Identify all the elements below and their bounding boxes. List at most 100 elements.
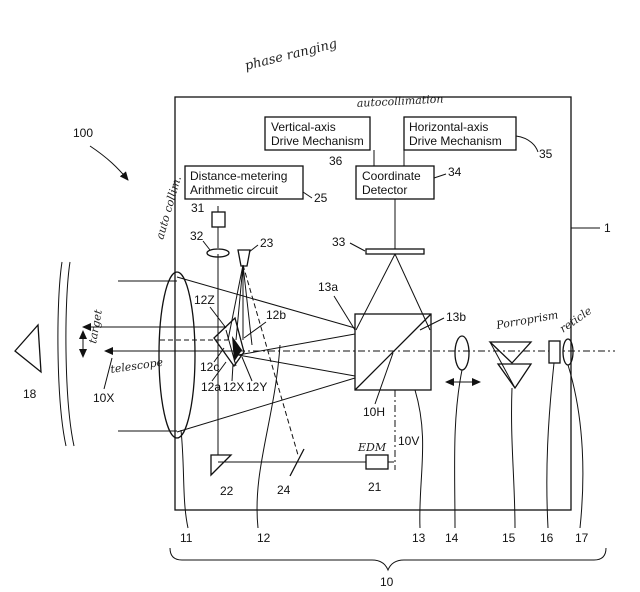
label-12Z: 12Z	[194, 293, 215, 307]
annotation-edm: EDM	[357, 441, 387, 454]
label-10V: 10V	[398, 434, 419, 448]
leader-10X	[103, 357, 113, 390]
beam-23-b	[235, 264, 244, 341]
porro-prism-15-lower	[496, 363, 533, 390]
horizontal-drive-line1: Horizontal-axis	[409, 120, 488, 134]
edm-unit-21	[365, 454, 389, 470]
reflector-22	[210, 454, 233, 477]
beam-23-c	[242, 264, 253, 346]
label-13: 13	[412, 531, 426, 545]
label-100: 100	[73, 126, 93, 140]
leader-17	[567, 364, 584, 529]
leader-35	[515, 135, 539, 153]
label-18: 18	[23, 387, 37, 401]
annotation-phase-ranging: phase ranging	[243, 36, 338, 73]
beam-33-right	[394, 253, 431, 331]
leader-12X	[231, 363, 234, 382]
beam-23-dashed	[242, 264, 299, 456]
detector-lens-23	[237, 249, 251, 267]
beam-33-left	[355, 253, 396, 331]
annotation-reticle: reticle	[557, 304, 594, 336]
vertical-axis-drive-box: Vertical-axis Drive Mechanism	[264, 116, 371, 151]
label-21: 21	[368, 480, 382, 494]
distance-metering-line1: Distance-metering	[190, 169, 287, 183]
label-33: 33	[332, 235, 346, 249]
sensor-plate-33	[365, 248, 425, 255]
label-14: 14	[445, 531, 459, 545]
leader-12Z	[209, 306, 227, 329]
label-31: 31	[191, 201, 205, 215]
label-12c: 12c	[200, 360, 219, 374]
label-24: 24	[277, 483, 291, 497]
condenser-lens-32	[206, 248, 230, 258]
horizontal-axis-drive-box: Horizontal-axis Drive Mechanism	[403, 116, 517, 151]
inner-ray-upper	[237, 333, 356, 356]
label-10X: 10X	[93, 391, 114, 405]
label-13a: 13a	[318, 280, 338, 294]
leader-25	[302, 191, 313, 199]
label-22: 22	[220, 484, 234, 498]
label-16: 16	[540, 531, 554, 545]
leader-33	[349, 242, 366, 252]
label-10H: 10H	[363, 405, 385, 419]
label-15: 15	[502, 531, 516, 545]
atmosphere-line-1	[57, 261, 67, 447]
vertical-drive-line1: Vertical-axis	[271, 120, 336, 134]
leader-12b	[243, 321, 267, 339]
label-12a: 12a	[201, 380, 221, 394]
leader-16	[546, 362, 555, 529]
leader-14	[454, 369, 463, 529]
label-25: 25	[314, 191, 328, 205]
annotation-target: target	[86, 308, 105, 345]
converging-ray-upper	[176, 276, 356, 329]
half-mirror-24	[289, 448, 305, 477]
distance-metering-box: Distance-metering Arithmetic circuit	[184, 165, 304, 200]
label-11: 11	[180, 531, 193, 545]
leader-10H	[374, 352, 394, 405]
atmosphere-line-2	[65, 261, 75, 447]
label-12: 12	[257, 531, 271, 545]
label-17: 17	[575, 531, 589, 545]
leader-32	[202, 240, 211, 251]
label-13b: 13b	[446, 310, 466, 324]
label-12Y: 12Y	[246, 380, 267, 394]
focusing-lens-14	[454, 335, 470, 371]
coordinate-detector-line1: Coordinate	[362, 169, 421, 183]
annotation-auto-collim: auto collim.	[153, 174, 184, 241]
horizontal-drive-line2: Drive Mechanism	[409, 134, 502, 148]
label-34: 34	[448, 165, 462, 179]
porro-link	[489, 341, 516, 389]
leader-12Y	[241, 356, 253, 382]
label-12b: 12b	[266, 308, 286, 322]
target-prism-18	[14, 323, 42, 374]
leader-13	[414, 389, 424, 529]
leader-12	[256, 344, 281, 529]
label-10: 10	[380, 575, 394, 589]
leader-23	[248, 244, 259, 253]
leader-13a	[333, 295, 356, 331]
beam-23-a	[227, 264, 244, 341]
annotation-autocollimation: autocollimation	[356, 92, 443, 110]
label-23: 23	[260, 236, 274, 250]
arrow-100	[89, 145, 129, 181]
mirror-prism-12	[213, 316, 245, 368]
label-35: 35	[539, 147, 553, 161]
coordinate-detector-box: Coordinate Detector	[355, 165, 435, 200]
label-1: 1	[604, 221, 611, 235]
beam-splitter-cube-13	[354, 313, 432, 391]
light-source-31	[211, 211, 226, 228]
reticle-16	[548, 340, 561, 364]
leader-15	[511, 387, 516, 529]
coordinate-detector-line2: Detector	[362, 183, 407, 197]
prism-shadow	[232, 336, 242, 362]
leader-12a	[211, 361, 227, 382]
leader-13b	[419, 317, 445, 331]
inner-ray-lower	[237, 354, 356, 377]
leader-11	[180, 429, 189, 529]
label-36: 36	[329, 154, 343, 168]
brace-10	[169, 547, 607, 572]
leader-12c	[213, 347, 225, 363]
annotation-telescope: telescope	[110, 356, 165, 376]
leader-34	[433, 173, 447, 179]
